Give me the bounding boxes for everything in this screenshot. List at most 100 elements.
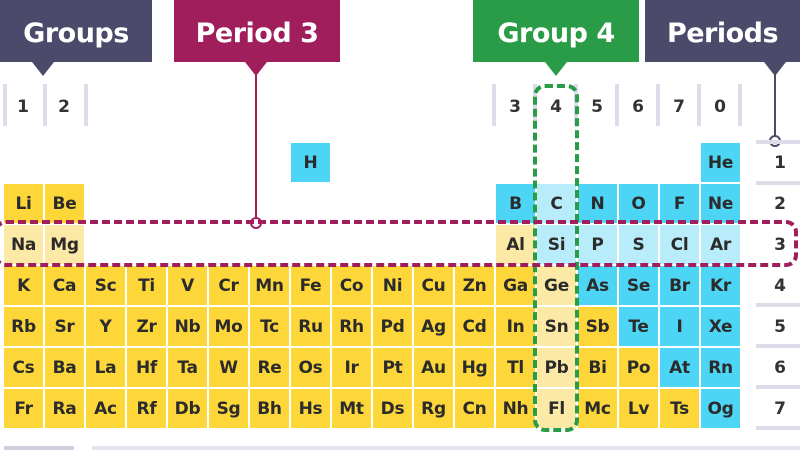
element-As: As: [578, 266, 617, 305]
element-Zr: Zr: [127, 307, 166, 346]
element-Sn: Sn: [537, 307, 576, 346]
element-Ts: Ts: [660, 389, 699, 428]
group-separator: [43, 84, 47, 126]
period3-label: Period 3: [174, 0, 340, 62]
element-Rh: Rh: [332, 307, 371, 346]
period-number-5: 5: [774, 316, 786, 337]
period-separator: [756, 426, 800, 430]
period-separator: [756, 303, 800, 307]
groups-label: Groups: [0, 0, 152, 62]
element-Be: Be: [45, 184, 84, 223]
element-Rb: Rb: [4, 307, 43, 346]
element-In: In: [496, 307, 535, 346]
element-K: K: [4, 266, 43, 305]
element-C: C: [537, 184, 576, 223]
period-separator: [756, 385, 800, 389]
element-Sg: Sg: [209, 389, 248, 428]
group-separator: [3, 84, 7, 126]
element-Ds: Ds: [373, 389, 412, 428]
group-number-4: 4: [550, 97, 562, 117]
element-Rf: Rf: [127, 389, 166, 428]
bottom-scroll-track: [92, 446, 800, 450]
period-separator: [756, 344, 800, 348]
element-N: N: [578, 184, 617, 223]
element-Os: Os: [291, 348, 330, 387]
period-number-4: 4: [774, 275, 786, 296]
element-Ti: Ti: [127, 266, 166, 305]
element-Re: Re: [250, 348, 289, 387]
element-Nb: Nb: [168, 307, 207, 346]
element-Au: Au: [414, 348, 453, 387]
bottom-scroll-track-left: [4, 446, 74, 450]
period3-label-text: Period 3: [195, 17, 319, 49]
element-Fr: Fr: [4, 389, 43, 428]
element-V: V: [168, 266, 207, 305]
element-At: At: [660, 348, 699, 387]
element-F: F: [660, 184, 699, 223]
element-Ac: Ac: [86, 389, 125, 428]
periods-label: Periods: [645, 0, 800, 62]
period3-connector-line: [255, 74, 257, 218]
element-Bh: Bh: [250, 389, 289, 428]
element-Mo: Mo: [209, 307, 248, 346]
element-Ba: Ba: [45, 348, 84, 387]
period3-connector-ring: [250, 217, 262, 229]
element-Ir: Ir: [332, 348, 371, 387]
element-Zn: Zn: [455, 266, 494, 305]
group-number-6: 6: [632, 97, 644, 117]
group-number-7: 7: [673, 97, 685, 117]
element-Y: Y: [86, 307, 125, 346]
element-Hs: Hs: [291, 389, 330, 428]
period3-pointer: [245, 62, 267, 76]
element-Hg: Hg: [455, 348, 494, 387]
element-Se: Se: [619, 266, 658, 305]
element-Fl: Fl: [537, 389, 576, 428]
element-Cr: Cr: [209, 266, 248, 305]
element-Mg: Mg: [45, 225, 84, 264]
element-Si: Si: [537, 225, 576, 264]
element-S: S: [619, 225, 658, 264]
element-Li: Li: [4, 184, 43, 223]
period-separator: [756, 140, 800, 144]
element-Al: Al: [496, 225, 535, 264]
element-Lv: Lv: [619, 389, 658, 428]
periods-label-text: Periods: [666, 17, 779, 49]
element-Ta: Ta: [168, 348, 207, 387]
group-number-1: 1: [17, 97, 29, 117]
element-Ru: Ru: [291, 307, 330, 346]
element-O: O: [619, 184, 658, 223]
element-H: H: [291, 143, 330, 182]
element-B: B: [496, 184, 535, 223]
period-separator: [756, 181, 800, 185]
element-Br: Br: [660, 266, 699, 305]
group4-pointer: [545, 62, 567, 76]
element-Ne: Ne: [701, 184, 740, 223]
element-Bi: Bi: [578, 348, 617, 387]
group4-label: Group 4: [473, 0, 639, 62]
element-Mt: Mt: [332, 389, 371, 428]
element-Cs: Cs: [4, 348, 43, 387]
element-Db: Db: [168, 389, 207, 428]
element-Kr: Kr: [701, 266, 740, 305]
element-Cn: Cn: [455, 389, 494, 428]
element-Ga: Ga: [496, 266, 535, 305]
element-Ra: Ra: [45, 389, 84, 428]
group-separator: [492, 84, 496, 126]
element-Sr: Sr: [45, 307, 84, 346]
group-separator: [615, 84, 619, 126]
element-La: La: [86, 348, 125, 387]
element-Co: Co: [332, 266, 371, 305]
element-Rg: Rg: [414, 389, 453, 428]
element-I: I: [660, 307, 699, 346]
element-Sb: Sb: [578, 307, 617, 346]
periods-pointer: [764, 62, 786, 76]
element-Te: Te: [619, 307, 658, 346]
element-Po: Po: [619, 348, 658, 387]
group-separator: [84, 84, 88, 126]
element-Ag: Ag: [414, 307, 453, 346]
element-Hf: Hf: [127, 348, 166, 387]
element-Pt: Pt: [373, 348, 412, 387]
element-Mn: Mn: [250, 266, 289, 305]
element-Tl: Tl: [496, 348, 535, 387]
group4-label-text: Group 4: [497, 17, 615, 49]
